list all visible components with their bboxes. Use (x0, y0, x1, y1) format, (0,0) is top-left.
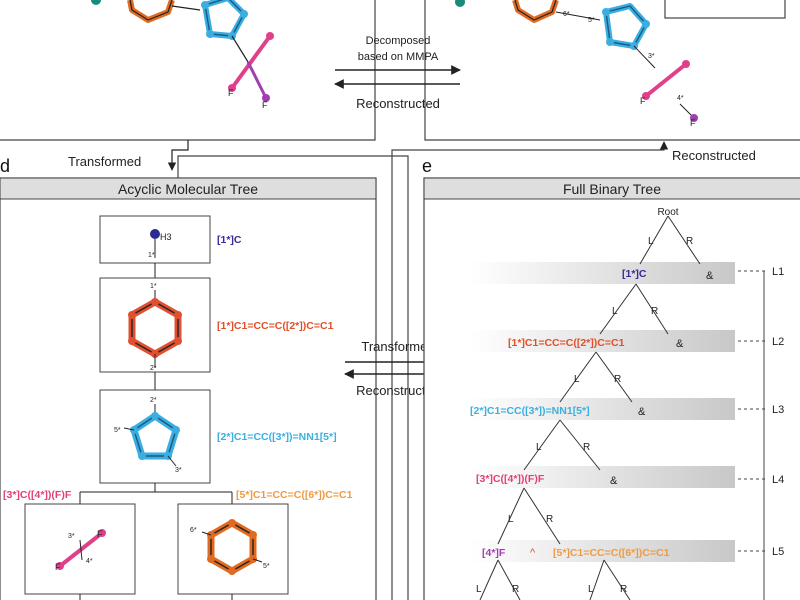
tree-node-cf2: F F 3* 4* (24, 503, 136, 595)
panel-d: d Acyclic Molecular Tree H3 1* [1*]C 1* … (0, 156, 377, 600)
reconstructed-connector-label: Reconstructed (672, 148, 756, 163)
edge-label-r2: R (651, 306, 658, 317)
fbt-and-l2: & (676, 338, 684, 350)
smiles-benzene: [1*]C1=CC=C([2*])C=C1 (217, 320, 334, 332)
edge-label-r3: R (614, 374, 621, 385)
svg-text:F: F (690, 118, 696, 128)
top-right-panel: 6* 5* 3* F 4* F (424, 0, 800, 141)
panel-e-title: Full Binary Tree (563, 181, 661, 197)
panel-label-d: d (0, 156, 10, 176)
tree-node-tolyl: 6* 5* (177, 503, 289, 595)
level-band-3 (470, 398, 735, 420)
partial-orange-ring (127, 0, 175, 23)
level-band-5 (470, 540, 735, 562)
level-label-l1: L1 (772, 266, 784, 278)
cf2-atom-f1: F (55, 562, 61, 572)
decomposed-subtitle: based on MMPA (358, 51, 439, 63)
tree-node-methyl: H3 1* [1*]C (99, 215, 242, 264)
smiles-tolyl: [5*]C1=CC=C([6*])C=C1 (236, 489, 353, 501)
top-right-cf2: F 4* F (640, 60, 698, 128)
bond-label-6: 6* (563, 11, 570, 18)
level-label-l4: L4 (772, 474, 784, 486)
level-label-l3: L3 (772, 404, 784, 416)
top-right-inset-box (664, 0, 786, 19)
bond-label-5: 5* (588, 17, 595, 24)
fbt-smiles-l2: [1*]C1=CC=C([2*])C=C1 (508, 337, 625, 349)
panel-d-header (1, 179, 375, 199)
fbt-and-l3: & (638, 406, 646, 418)
cf2-bond-3: 3* (68, 533, 75, 540)
edge-label-l6: L (476, 584, 482, 595)
top-left-cf2: F F (228, 32, 274, 110)
edge-label-l2: L (612, 306, 618, 317)
middle-transformed-label: Transformed (361, 339, 434, 354)
partial-atom (91, 0, 101, 5)
svg-text:F: F (228, 88, 234, 98)
tolyl-bond-6: 6* (190, 527, 197, 534)
binary-tree-edges (479, 215, 701, 600)
top-left-panel: F F (0, 0, 376, 141)
panel-e: e Full Binary Tree Root L R L R L (422, 156, 800, 600)
fbt-and-l4: & (610, 475, 618, 487)
tree-root-label: Root (657, 207, 678, 218)
transformed-connector-label: Transformed (68, 154, 141, 169)
panel-e-header (425, 179, 800, 199)
bond-label-4a: 4* (677, 95, 684, 102)
cf2-atom-f2: F (97, 529, 103, 539)
fbt-smiles-l4: [3*]C([4*])(F)F (476, 473, 545, 485)
edge-label-l4: L (536, 442, 542, 453)
level-dashes (738, 270, 768, 552)
fbt-smiles-l3: [2*]C1=CC([3*])=NN1[5*] (470, 405, 590, 417)
edge-label-r1: R (686, 236, 693, 247)
tree-node-pyrazole: 2* 5* 3* [2*]C1=CC([3*])=NN1[5*] (99, 389, 337, 484)
fbt-smiles-l5-right: [5*]C1=CC=C([6*])C=C1 (553, 547, 670, 559)
pyrazole-bond-5: 5* (114, 427, 121, 434)
fbt-and-l1: & (706, 270, 714, 282)
top-reconstructed-label: Reconstructed (356, 96, 440, 111)
edge-label-r7: R (620, 584, 627, 595)
smiles-pyrazole: [2*]C1=CC([3*])=NN1[5*] (217, 431, 337, 443)
benzene-bond-1: 1* (150, 283, 157, 290)
pyrazole-bond-3: 3* (175, 467, 182, 474)
edge-label-r5: R (546, 514, 553, 525)
top-right-pyrazole (602, 3, 650, 50)
top-decompose-arrows: Decomposed based on MMPA Reconstructed (334, 35, 461, 111)
cf2-bond-4: 4* (86, 558, 93, 565)
benzene-bond-2: 2* (150, 365, 157, 372)
panel-label-e: e (422, 156, 432, 176)
pyrazole-bond-2: 2* (150, 397, 157, 404)
edge-label-r6: R (512, 584, 519, 595)
fbt-smiles-l1: [1*]C (622, 268, 647, 280)
decomposed-label: Decomposed (366, 35, 431, 47)
svg-text:F: F (640, 96, 646, 106)
fbt-caret-l5: ^ (530, 547, 536, 559)
level-band-1 (470, 262, 735, 284)
panel-e-frame (423, 177, 800, 600)
row-connectors: Transformed Reconstructed (68, 140, 756, 600)
edge-label-l1: L (648, 236, 654, 247)
edge-label-l5: L (508, 514, 514, 525)
top-left-pyrazole (201, 0, 248, 40)
edge-label-l7: L (588, 584, 594, 595)
smiles-cf2: [3*]C([4*])(F)F (3, 489, 72, 501)
level-label-l2: L2 (772, 336, 784, 348)
tree-node-benzene: 1* 2* [1*]C1=CC=C([2*])C=C1 (99, 277, 334, 373)
svg-text:F: F (262, 100, 268, 110)
middle-reconstructed-label: Reconstructed (356, 383, 440, 398)
panel-d-title: Acyclic Molecular Tree (118, 181, 258, 197)
bond-label-3: 3* (648, 53, 655, 60)
methyl-atom-label: H3 (160, 232, 172, 242)
level-band-4 (470, 466, 735, 488)
edge-label-r4: R (583, 442, 590, 453)
edge-label-l3: L (574, 374, 580, 385)
methyl-bond-1: 1* (148, 252, 155, 259)
fbt-smiles-l5-left: [4*]F (482, 547, 506, 559)
smiles-methyl: [1*]C (217, 234, 242, 246)
level-band-2 (470, 330, 735, 352)
tolyl-bond-5: 5* (263, 563, 270, 570)
level-label-l5: L5 (772, 546, 784, 558)
